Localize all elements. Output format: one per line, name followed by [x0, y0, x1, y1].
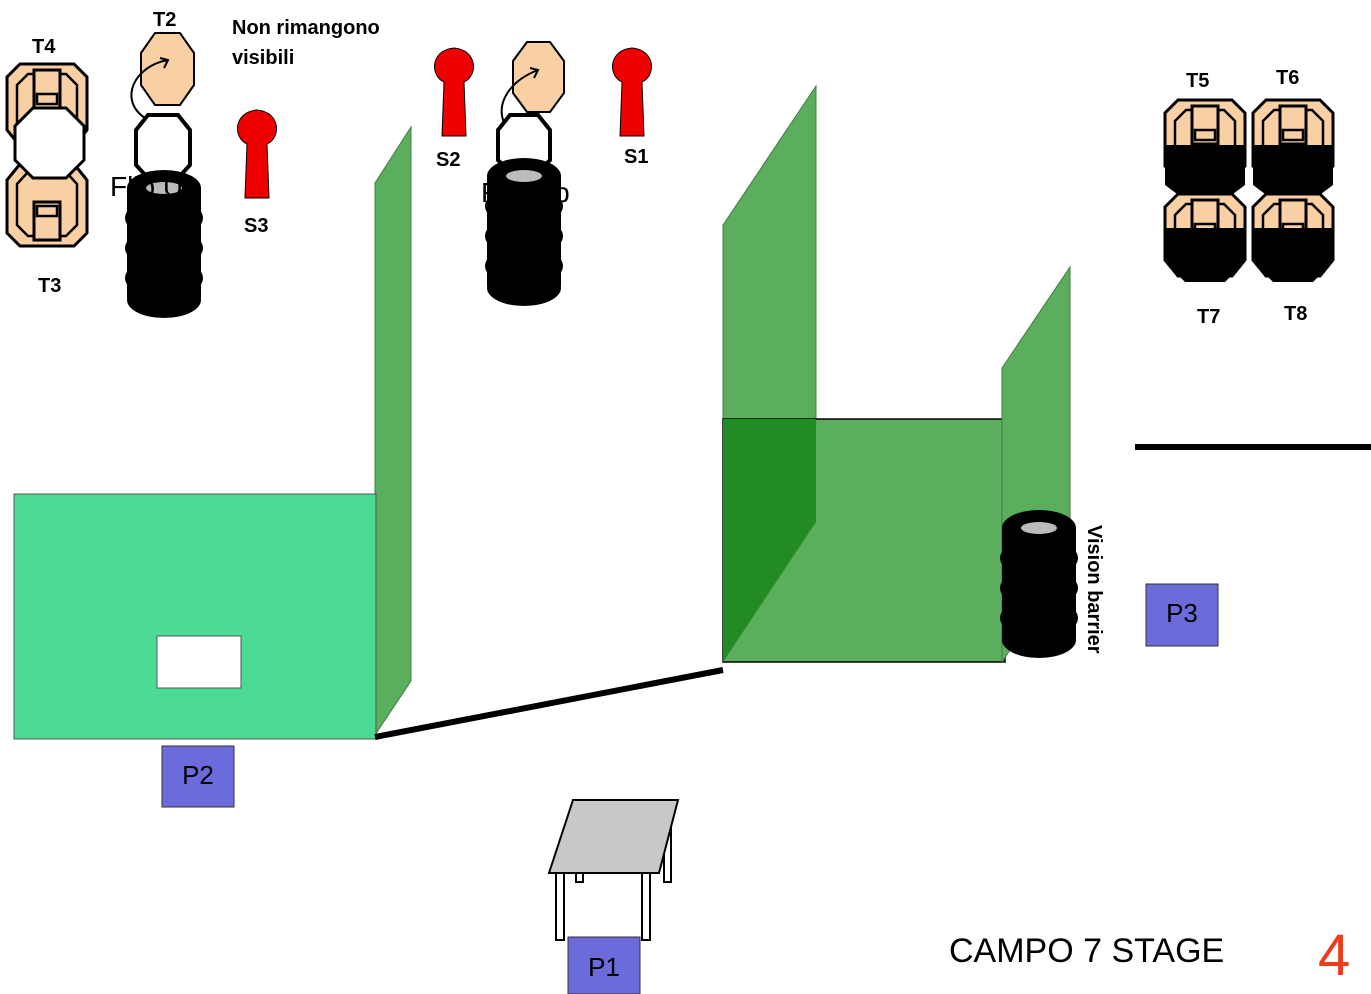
position-p1[interactable]: P1: [567, 936, 641, 994]
right-wall-overlap: [723, 419, 816, 662]
position-p2[interactable]: P2: [161, 745, 235, 808]
label-t6: T6: [1276, 67, 1299, 89]
label-t2: T2: [153, 9, 176, 31]
green-panel: [13, 493, 377, 740]
label-s1: S1: [624, 146, 648, 168]
steel-s3: [237, 109, 277, 199]
label-t5: T5: [1186, 70, 1209, 92]
flip-arrow-icon-2: [500, 69, 539, 126]
left-wall: [374, 125, 412, 737]
vision-barrier-label: Vision barrier: [1083, 525, 1105, 654]
steel-s2: [434, 47, 474, 137]
target-t1: [512, 41, 565, 113]
label-t7: T7: [1197, 306, 1220, 328]
note-line2: visibili: [232, 47, 294, 69]
panel-window: [156, 635, 242, 689]
label-p2: P2: [182, 760, 214, 790]
flipper-octagon: [134, 113, 192, 180]
caption-flip-up-left: Flip Up: [110, 171, 199, 202]
stage-number: 4: [1318, 923, 1350, 988]
label-t4: T4: [32, 36, 56, 58]
tire-stack-barrier: [1000, 510, 1078, 658]
stage-title: CAMPO 7 STAGE: [949, 932, 1224, 970]
flip-arrow-icon: [130, 59, 169, 119]
steel-s1: [612, 47, 652, 137]
no-shoot-octagon: [13, 106, 86, 180]
label-p1: P1: [588, 952, 620, 982]
fault-line: [374, 667, 724, 740]
position-p3[interactable]: P3: [1145, 583, 1219, 647]
table: [547, 799, 680, 941]
note-line1: Non rimangono: [232, 17, 380, 39]
caption-flip-up-right: Flip Up: [481, 177, 570, 208]
label-s2: S2: [436, 149, 460, 171]
label-p3: P3: [1166, 598, 1198, 628]
label-t3: T3: [38, 275, 61, 297]
label-t8: T8: [1284, 303, 1307, 325]
target-t2: [140, 32, 195, 106]
label-s3: S3: [244, 215, 268, 237]
